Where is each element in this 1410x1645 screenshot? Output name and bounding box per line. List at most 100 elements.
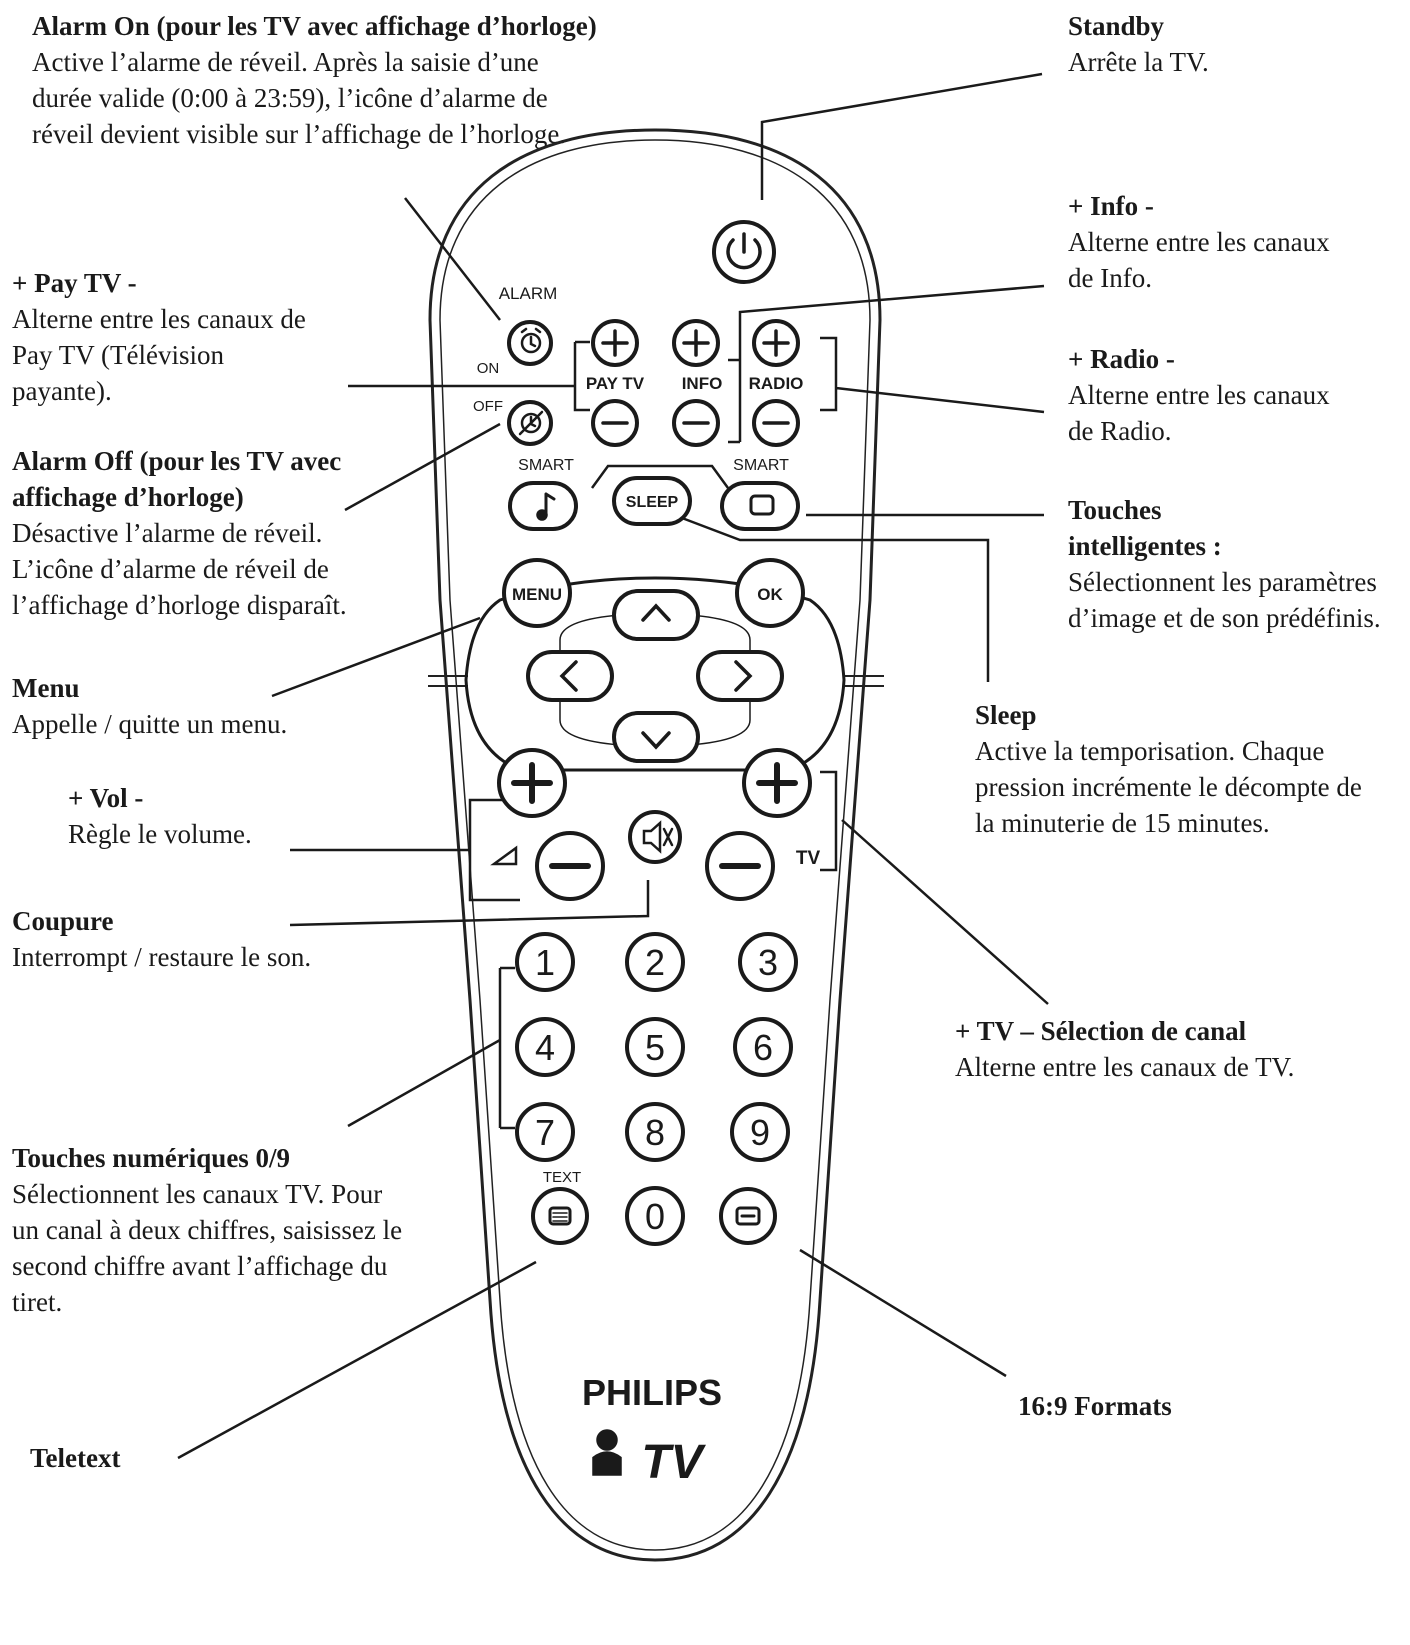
menu-button bbox=[502, 558, 572, 628]
digit-label-1: 1 bbox=[535, 942, 555, 983]
annotation-radio: + Radio - Alterne entre les canaux de Ra… bbox=[1068, 341, 1338, 449]
annotation-title: + Pay TV - bbox=[12, 268, 137, 298]
annotation-title: Teletext bbox=[30, 1443, 121, 1473]
off-label: OFF bbox=[473, 398, 503, 415]
digit-button-1 bbox=[515, 932, 575, 992]
digit-button-3 bbox=[738, 932, 798, 992]
annotation-desc: Active la temporisation. Chaque pression… bbox=[975, 736, 1362, 838]
annotation-title: Sleep bbox=[975, 700, 1037, 730]
digit-button-0 bbox=[625, 1186, 685, 1246]
digit-button-7 bbox=[515, 1102, 575, 1162]
note-icon bbox=[544, 492, 556, 516]
annotation-desc: Alterne entre les canaux de TV. bbox=[955, 1052, 1295, 1082]
annotation-title: Coupure bbox=[12, 906, 114, 936]
pay-tv-label: PAY TV bbox=[586, 374, 645, 393]
digit-label-9: 9 bbox=[750, 1112, 770, 1153]
digit-label-6: 6 bbox=[753, 1027, 773, 1068]
annotation-pay-tv: + Pay TV - Alterne entre les canaux de P… bbox=[12, 265, 312, 409]
remote-body bbox=[428, 128, 882, 1562]
power-icon bbox=[726, 238, 762, 270]
annotation-title: 16:9 Formats bbox=[1018, 1391, 1172, 1421]
annotation-digits: Touches numériques 0/9 Sélectionnent les… bbox=[12, 1140, 412, 1320]
chevron-left-icon bbox=[559, 660, 578, 692]
clock-icon bbox=[520, 327, 542, 354]
annotation-desc: Sélectionnent les canaux TV. Pour un can… bbox=[12, 1179, 403, 1317]
digit-label-0: 0 bbox=[645, 1196, 665, 1237]
teletext-icon bbox=[548, 1206, 572, 1226]
alarm-label: ALARM bbox=[499, 284, 558, 303]
plus-icon bbox=[601, 329, 790, 357]
digit-button-6 bbox=[733, 1017, 793, 1077]
annotation-desc: Alterne entre les canaux de Radio. bbox=[1068, 380, 1330, 446]
annotation-title: + TV – Sélection de canal bbox=[955, 1016, 1247, 1046]
annotation-title: Touches numériques 0/9 bbox=[12, 1143, 291, 1173]
digit-label-7: 7 bbox=[535, 1112, 555, 1153]
ok-label: OK bbox=[757, 585, 783, 604]
smart-right-label: SMART bbox=[733, 457, 789, 474]
menu-label: MENU bbox=[512, 585, 562, 604]
logo-tv-label: TV bbox=[641, 1436, 706, 1489]
annotation-mute: Coupure Interrompt / restaure le son. bbox=[12, 903, 412, 975]
annotation-title: Menu bbox=[12, 673, 80, 703]
teletext-button bbox=[531, 1187, 589, 1245]
left-button bbox=[526, 650, 614, 702]
digit-button-5 bbox=[625, 1017, 685, 1077]
annotation-title: + Info - bbox=[1068, 191, 1154, 221]
sleep-button bbox=[612, 476, 692, 526]
ok-button bbox=[735, 558, 805, 628]
smart-sound-button bbox=[508, 481, 578, 531]
on-label: ON bbox=[477, 360, 500, 377]
digit-button-8 bbox=[625, 1102, 685, 1162]
annotation-desc: Alterne entre les canaux de Pay TV (Télé… bbox=[12, 304, 306, 406]
volume-wedge-icon bbox=[490, 845, 518, 866]
text-label: TEXT bbox=[543, 1169, 581, 1186]
annotation-desc: Alterne entre les canaux de Info. bbox=[1068, 227, 1330, 293]
annotation-desc: Sélectionnent les paramètres d’image et … bbox=[1068, 567, 1381, 633]
digit-button-4 bbox=[515, 1017, 575, 1077]
digit-buttons bbox=[515, 932, 798, 1246]
annotation-desc: Active l’alarme de réveil. Après la sais… bbox=[32, 47, 567, 149]
brand-label: PHILIPS bbox=[582, 1372, 722, 1413]
up-button bbox=[612, 589, 700, 641]
annotation-smart: Touches intelligentes : Sélectionnent le… bbox=[1068, 492, 1398, 636]
annotation-title: Touches intelligentes : bbox=[1068, 495, 1222, 561]
digit-label-3: 3 bbox=[758, 942, 778, 983]
annotation-desc: Désactive l’alarme de réveil. L’icône d’… bbox=[12, 518, 347, 620]
right-button bbox=[696, 650, 784, 702]
annotation-sleep: Sleep Active la temporisation. Chaque pr… bbox=[975, 697, 1385, 841]
annotation-desc: Interrompt / restaure le son. bbox=[12, 942, 312, 972]
chevron-up-icon bbox=[641, 603, 671, 622]
callout-lines bbox=[177, 72, 1049, 1460]
annotation-alarm-off: Alarm Off (pour les TV avec affichage d’… bbox=[12, 443, 402, 623]
mute-button bbox=[628, 810, 682, 864]
digit-label-2: 2 bbox=[645, 942, 665, 983]
annotation-desc: Arrête la TV. bbox=[1068, 47, 1209, 77]
annotation-teletext: Teletext bbox=[30, 1440, 230, 1476]
tv-label: TV bbox=[796, 848, 821, 869]
radio-label: RADIO bbox=[749, 374, 804, 393]
digit-label-4: 4 bbox=[535, 1027, 555, 1068]
annotation-formats: 16:9 Formats bbox=[1018, 1388, 1318, 1424]
annotation-tv: + TV – Sélection de canal Alterne entre … bbox=[955, 1013, 1405, 1085]
annotation-info: + Info - Alterne entre les canaux de Inf… bbox=[1068, 188, 1338, 296]
digit-button-9 bbox=[730, 1102, 790, 1162]
clock-off-icon bbox=[518, 410, 544, 436]
sleep-label: SLEEP bbox=[626, 494, 679, 511]
annotation-menu: Menu Appelle / quitte un menu. bbox=[12, 670, 372, 742]
annotation-desc: Appelle / quitte un menu. bbox=[12, 709, 288, 739]
annotation-alarm-on: Alarm On (pour les TV avec affichage d’h… bbox=[32, 8, 612, 152]
format-icon bbox=[735, 1206, 761, 1226]
down-button bbox=[612, 711, 700, 763]
annotation-title: Standby bbox=[1068, 11, 1165, 41]
annotation-desc: Règle le volume. bbox=[68, 819, 252, 849]
mute-icon bbox=[642, 820, 674, 854]
nav-ring bbox=[464, 576, 846, 772]
screen-icon bbox=[749, 494, 775, 516]
smart-left-label: SMART bbox=[518, 457, 574, 474]
chevron-down-icon bbox=[641, 731, 671, 750]
note-icon-head bbox=[536, 509, 548, 521]
logo-person-icon bbox=[596, 1429, 618, 1451]
annotation-title: + Vol - bbox=[68, 783, 144, 813]
